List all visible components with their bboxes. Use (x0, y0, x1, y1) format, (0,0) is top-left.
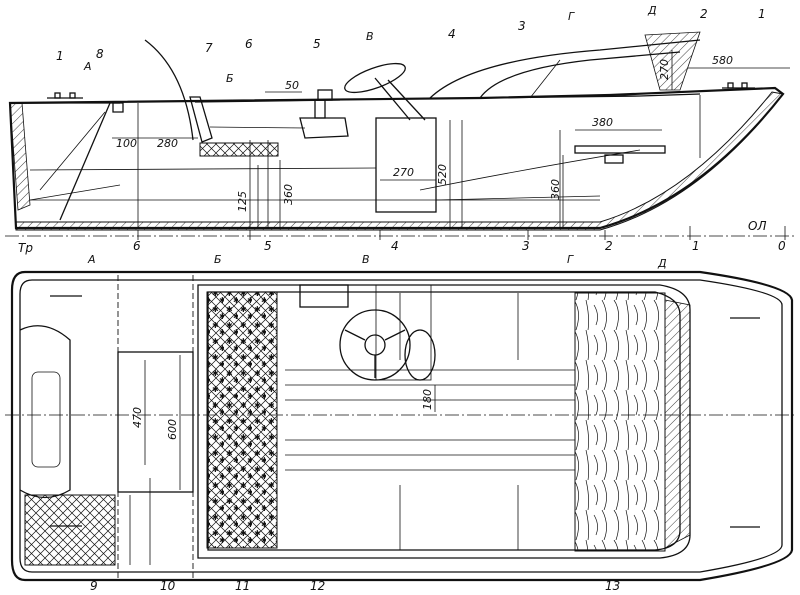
dim-270a: 270 (393, 166, 414, 179)
section-a-top: А (83, 60, 92, 73)
station-3: 3 (522, 239, 530, 253)
dim-520: 520 (436, 164, 449, 185)
dim-580: 580 (712, 54, 733, 67)
part-label-13: 13 (605, 579, 620, 593)
dim-125: 125 (236, 191, 249, 212)
section-g-top: Г (568, 10, 575, 23)
section-g-bottom: Г (567, 253, 574, 266)
dim-360a: 360 (282, 184, 295, 205)
plan-hull-outline (10, 270, 794, 582)
station-tr: Тр (18, 241, 33, 255)
console (375, 117, 437, 213)
section-b-top: Б (226, 72, 234, 85)
bottom-planking (15, 91, 784, 231)
part-label-5: 5 (313, 37, 321, 51)
part-label-2: 2 (700, 7, 708, 21)
station-6: 6 (133, 239, 141, 253)
station-2: 2 (605, 239, 613, 253)
dim-470: 470 (131, 407, 144, 428)
part-label-12: 12 (310, 579, 325, 593)
part-label-10: 10 (160, 579, 176, 593)
section-v-top: В (366, 30, 374, 43)
waterline-label: ОЛ (748, 219, 766, 233)
dim-180: 180 (421, 389, 434, 410)
dim-100: 100 (116, 137, 137, 150)
part-label-8: 8 (96, 47, 104, 61)
dim-380: 380 (592, 116, 613, 129)
station-0: 0 (778, 239, 786, 253)
dim-280: 280 (157, 137, 178, 150)
part-label-9: 9 (90, 579, 98, 593)
dim-50: 50 (285, 79, 299, 92)
station-4: 4 (391, 239, 399, 253)
section-d-top: Д (647, 4, 657, 17)
part-label-4: 4 (448, 27, 456, 41)
section-b-bottom: Б (214, 253, 222, 266)
section-a-bottom: А (87, 253, 96, 266)
part-label-1b: 1 (56, 49, 64, 63)
plan-view (5, 270, 795, 582)
dim-360b: 360 (549, 179, 562, 200)
dim-600: 600 (166, 419, 179, 440)
part-label-1: 1 (758, 7, 766, 21)
section-d-bottom: Д (657, 257, 667, 270)
part-label-7: 7 (205, 41, 213, 55)
station-5: 5 (264, 239, 272, 253)
side-view (5, 31, 795, 240)
part-label-11: 11 (235, 579, 250, 593)
station-1: 1 (692, 239, 700, 253)
dim-270b: 270 (658, 59, 671, 80)
part-label-6: 6 (245, 37, 253, 51)
part-label-3: 3 (518, 19, 526, 33)
section-v-bottom: В (362, 253, 370, 266)
